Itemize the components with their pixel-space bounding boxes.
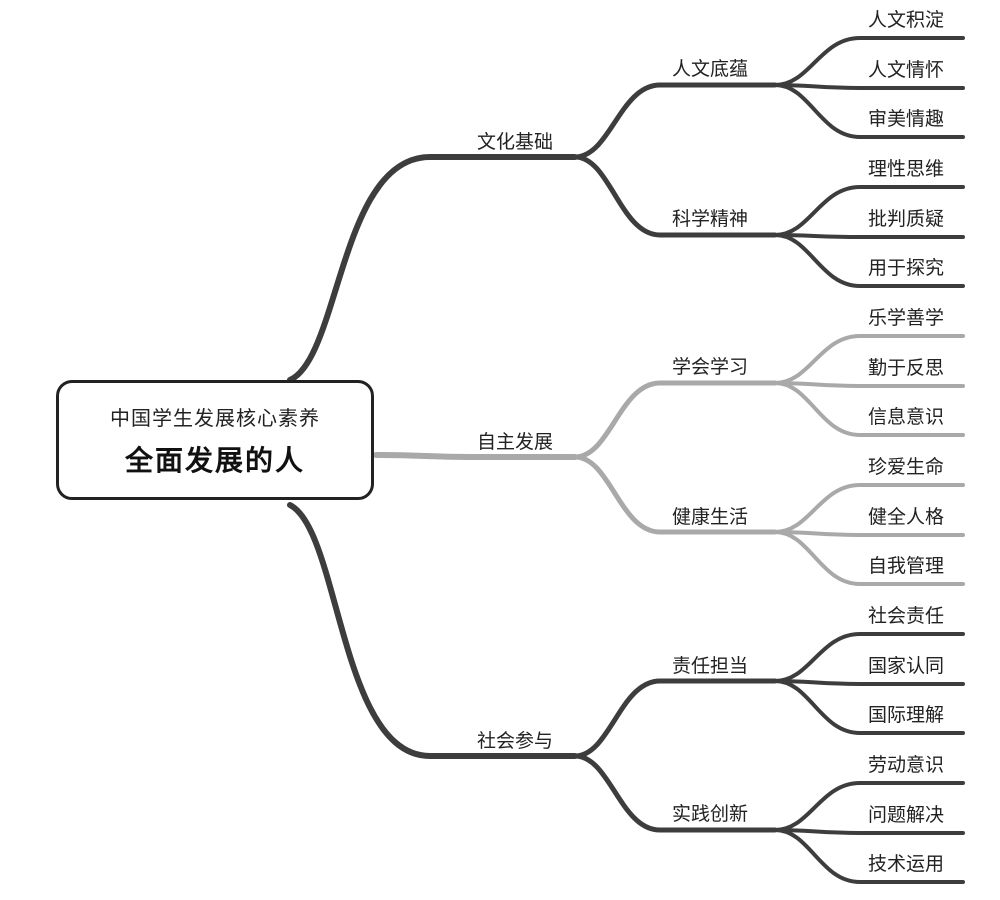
leaf-connector xyxy=(773,781,965,832)
branch-connector xyxy=(373,452,578,460)
leaf-label: 问题解决 xyxy=(868,804,945,826)
sub-branch-label: 科学精神 xyxy=(672,208,749,230)
leaf-connector xyxy=(773,381,965,437)
leaf-connector xyxy=(773,828,965,835)
branch-connector xyxy=(287,154,578,383)
leaf-connector xyxy=(773,381,965,388)
branch-label-culture: 文化基础 xyxy=(477,131,554,153)
leaf-label: 国际理解 xyxy=(868,704,945,726)
sub-branch-label: 学会学习 xyxy=(672,356,749,378)
root-title: 全面发展的人 xyxy=(124,443,305,477)
leaf-label: 社会责任 xyxy=(868,605,945,627)
leaf-connector xyxy=(773,530,965,537)
leaf-label: 技术运用 xyxy=(868,853,945,875)
leaf-connector xyxy=(773,828,965,884)
leaf-connector xyxy=(773,679,965,735)
leaf-connector xyxy=(773,679,965,686)
branch-label-social-participation: 社会参与 xyxy=(477,730,554,752)
leaf-label: 勤于反思 xyxy=(868,357,945,379)
leaf-connector xyxy=(773,483,965,534)
sub-branch-connector xyxy=(572,678,778,759)
leaf-label: 用于探究 xyxy=(868,257,945,279)
leaf-label: 劳动意识 xyxy=(868,754,945,776)
branch-label-self-development: 自主发展 xyxy=(477,431,554,453)
leaf-connector xyxy=(773,632,965,683)
leaf-label: 健全人格 xyxy=(868,506,945,528)
sub-branch-label: 实践创新 xyxy=(672,803,749,825)
leaf-label: 乐学善学 xyxy=(868,307,945,329)
sub-branch-connector xyxy=(572,154,778,238)
root-node: 中国学生发展核心素养 全面发展的人 xyxy=(56,380,374,500)
leaf-label: 自我管理 xyxy=(868,555,945,577)
leaf-label: 人文情怀 xyxy=(868,59,945,81)
sub-branch-label: 人文底蕴 xyxy=(672,58,749,80)
leaf-connector xyxy=(773,185,965,237)
leaf-connector xyxy=(773,36,965,87)
leaf-connector xyxy=(773,83,965,139)
leaf-connector xyxy=(773,233,965,288)
sub-branch-connector xyxy=(572,454,778,535)
leaf-label: 理性思维 xyxy=(868,158,945,180)
leaf-label: 人文积淀 xyxy=(868,9,945,31)
leaf-label: 审美情趣 xyxy=(868,108,945,130)
leaf-connector xyxy=(773,233,965,239)
sub-branch-connector xyxy=(572,753,778,833)
sub-branch-label: 责任担当 xyxy=(672,655,749,677)
leaf-connector xyxy=(773,83,965,90)
sub-branch-connector xyxy=(572,380,778,460)
sub-branch-label: 健康生活 xyxy=(672,506,749,528)
branch-connector xyxy=(287,502,578,759)
leaf-label: 信息意识 xyxy=(868,406,945,428)
leaf-connector xyxy=(773,334,965,385)
root-subtitle: 中国学生发展核心素养 xyxy=(110,405,320,430)
leaf-label: 珍爱生命 xyxy=(868,456,945,478)
leaf-label: 国家认同 xyxy=(868,655,945,677)
sub-branch-connector xyxy=(572,82,778,160)
leaf-connector xyxy=(773,530,965,586)
leaf-label: 批判质疑 xyxy=(868,208,945,230)
